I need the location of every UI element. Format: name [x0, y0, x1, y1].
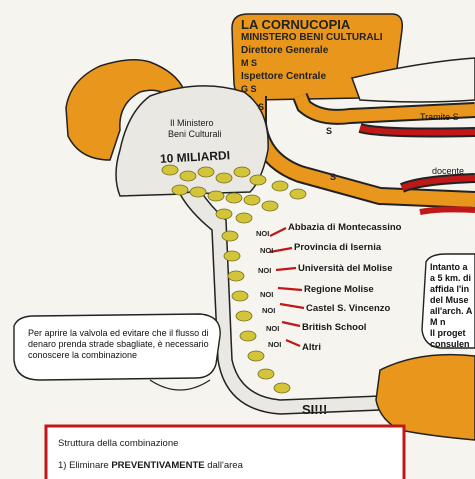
combination-item-1-rest: dall'area: [204, 460, 243, 471]
branch-7: Altri: [302, 342, 321, 353]
pipe-s-mark-1: S: [326, 126, 332, 136]
right-note-line-3: affida l'in: [430, 284, 470, 294]
header: LA CORNUCOPIA MINISTERO BENI CULTURALI D…: [241, 18, 382, 96]
right-flow: [351, 57, 475, 103]
coins: [161, 164, 307, 394]
right-note-line-6: M n: [430, 317, 446, 327]
pipe-red-2-fill: [400, 175, 475, 191]
combination-item-1-strong: PREVENTIVAMENTE: [111, 460, 205, 471]
branch-arrows: [269, 227, 305, 348]
header-inspector: Ispettore Centrale: [241, 71, 327, 82]
combination-title: Struttura della combinazione: [58, 438, 179, 449]
pipe-s-mark-3: S: [258, 102, 264, 112]
right-note-line-1: Intanto a: [430, 262, 468, 272]
branch-1: Abbazia di Montecassino: [288, 222, 402, 233]
noi-label-1: NOI: [256, 229, 270, 238]
ministry-label-2: Beni Culturali: [168, 129, 222, 139]
bottom-right-object: [375, 353, 475, 441]
sack: [115, 85, 269, 197]
pipe-upper-fill: [294, 93, 475, 123]
branch-2: Provincia di Isernia: [294, 242, 382, 253]
header-director-name: M S: [241, 58, 258, 68]
edge-label-docente: docente: [432, 166, 465, 176]
edge-label-tramite: Tramite S: [420, 112, 459, 122]
header-inspector-name: G S: [241, 84, 257, 94]
pipe-s-mark-2: S: [330, 172, 336, 182]
noi-label-5: NOI: [262, 306, 276, 315]
right-note: Intanto a a 5 km. di affida l'in del Mus…: [430, 262, 472, 350]
branch-6: British School: [302, 322, 367, 333]
noi-label-2: NOI: [260, 246, 274, 255]
right-note-line-7: Il proget: [430, 328, 466, 338]
right-note-line-8: consulen: [430, 339, 470, 349]
header-title: LA CORNUCOPIA: [241, 17, 351, 32]
pipe-red-3: [419, 206, 475, 215]
noi-label-6: NOI: [266, 324, 280, 333]
header-director: Direttore Generale: [241, 45, 329, 56]
branch-5: Castel S. Vincenzo: [306, 303, 391, 314]
combination-item-1-prefix: 1) Eliminare: [58, 460, 112, 471]
right-note-line-5: all'arch. A: [430, 306, 473, 316]
noi-label-7: NOI: [268, 340, 282, 349]
noi-label-4: NOI: [260, 290, 274, 299]
valve-note: Per aprire la valvola ed evitare che il …: [28, 328, 209, 360]
right-note-bubble: [421, 253, 475, 349]
noi-label-3: NOI: [258, 266, 272, 275]
branch-4: Regione Molise: [304, 284, 374, 295]
right-note-line-4: del Muse: [430, 295, 469, 305]
note-arrow: [149, 379, 211, 391]
ministry-label-1: Il Ministero: [170, 118, 214, 128]
right-note-line-2: a 5 km. di: [430, 273, 472, 283]
branch-3: Università del Molise: [298, 263, 393, 274]
header-ministry: MINISTERO BENI CULTURALI: [241, 32, 383, 43]
combination-box: [44, 424, 406, 479]
pipe-red-1-fill: [359, 125, 475, 136]
si-label: SI!!!: [302, 402, 328, 417]
valve-note-bubble: [13, 313, 221, 381]
combination-item-1: 1) Eliminare PREVENTIVAMENTE dall'area: [58, 460, 243, 471]
